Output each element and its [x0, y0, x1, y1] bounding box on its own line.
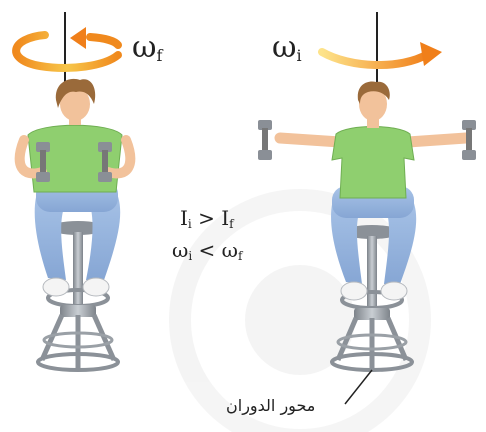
right-arms: [274, 132, 472, 148]
right-hair: [357, 81, 390, 104]
omega-relation: ωi < ωf: [172, 238, 243, 263]
right-figure: [258, 12, 476, 405]
inertia-relation: Ii > If: [180, 206, 234, 231]
rotation-axis-label: محور الدوران: [226, 396, 316, 415]
watermark-logo: [169, 189, 431, 432]
left-hair: [55, 78, 96, 108]
left-stool: [36, 221, 120, 372]
axis-pointer-line: [344, 369, 373, 405]
right-stool: [330, 225, 414, 405]
omega-initial-label: ωi: [272, 30, 302, 65]
left-figure: [12, 12, 136, 372]
left-dumbbells: [36, 142, 112, 182]
right-shirt: [331, 126, 415, 199]
right-rotation-arrow: [318, 42, 442, 70]
left-rotation-arrow: [12, 27, 122, 72]
omega-final-label: ωf: [132, 30, 163, 65]
right-dumbbells: [258, 120, 476, 160]
